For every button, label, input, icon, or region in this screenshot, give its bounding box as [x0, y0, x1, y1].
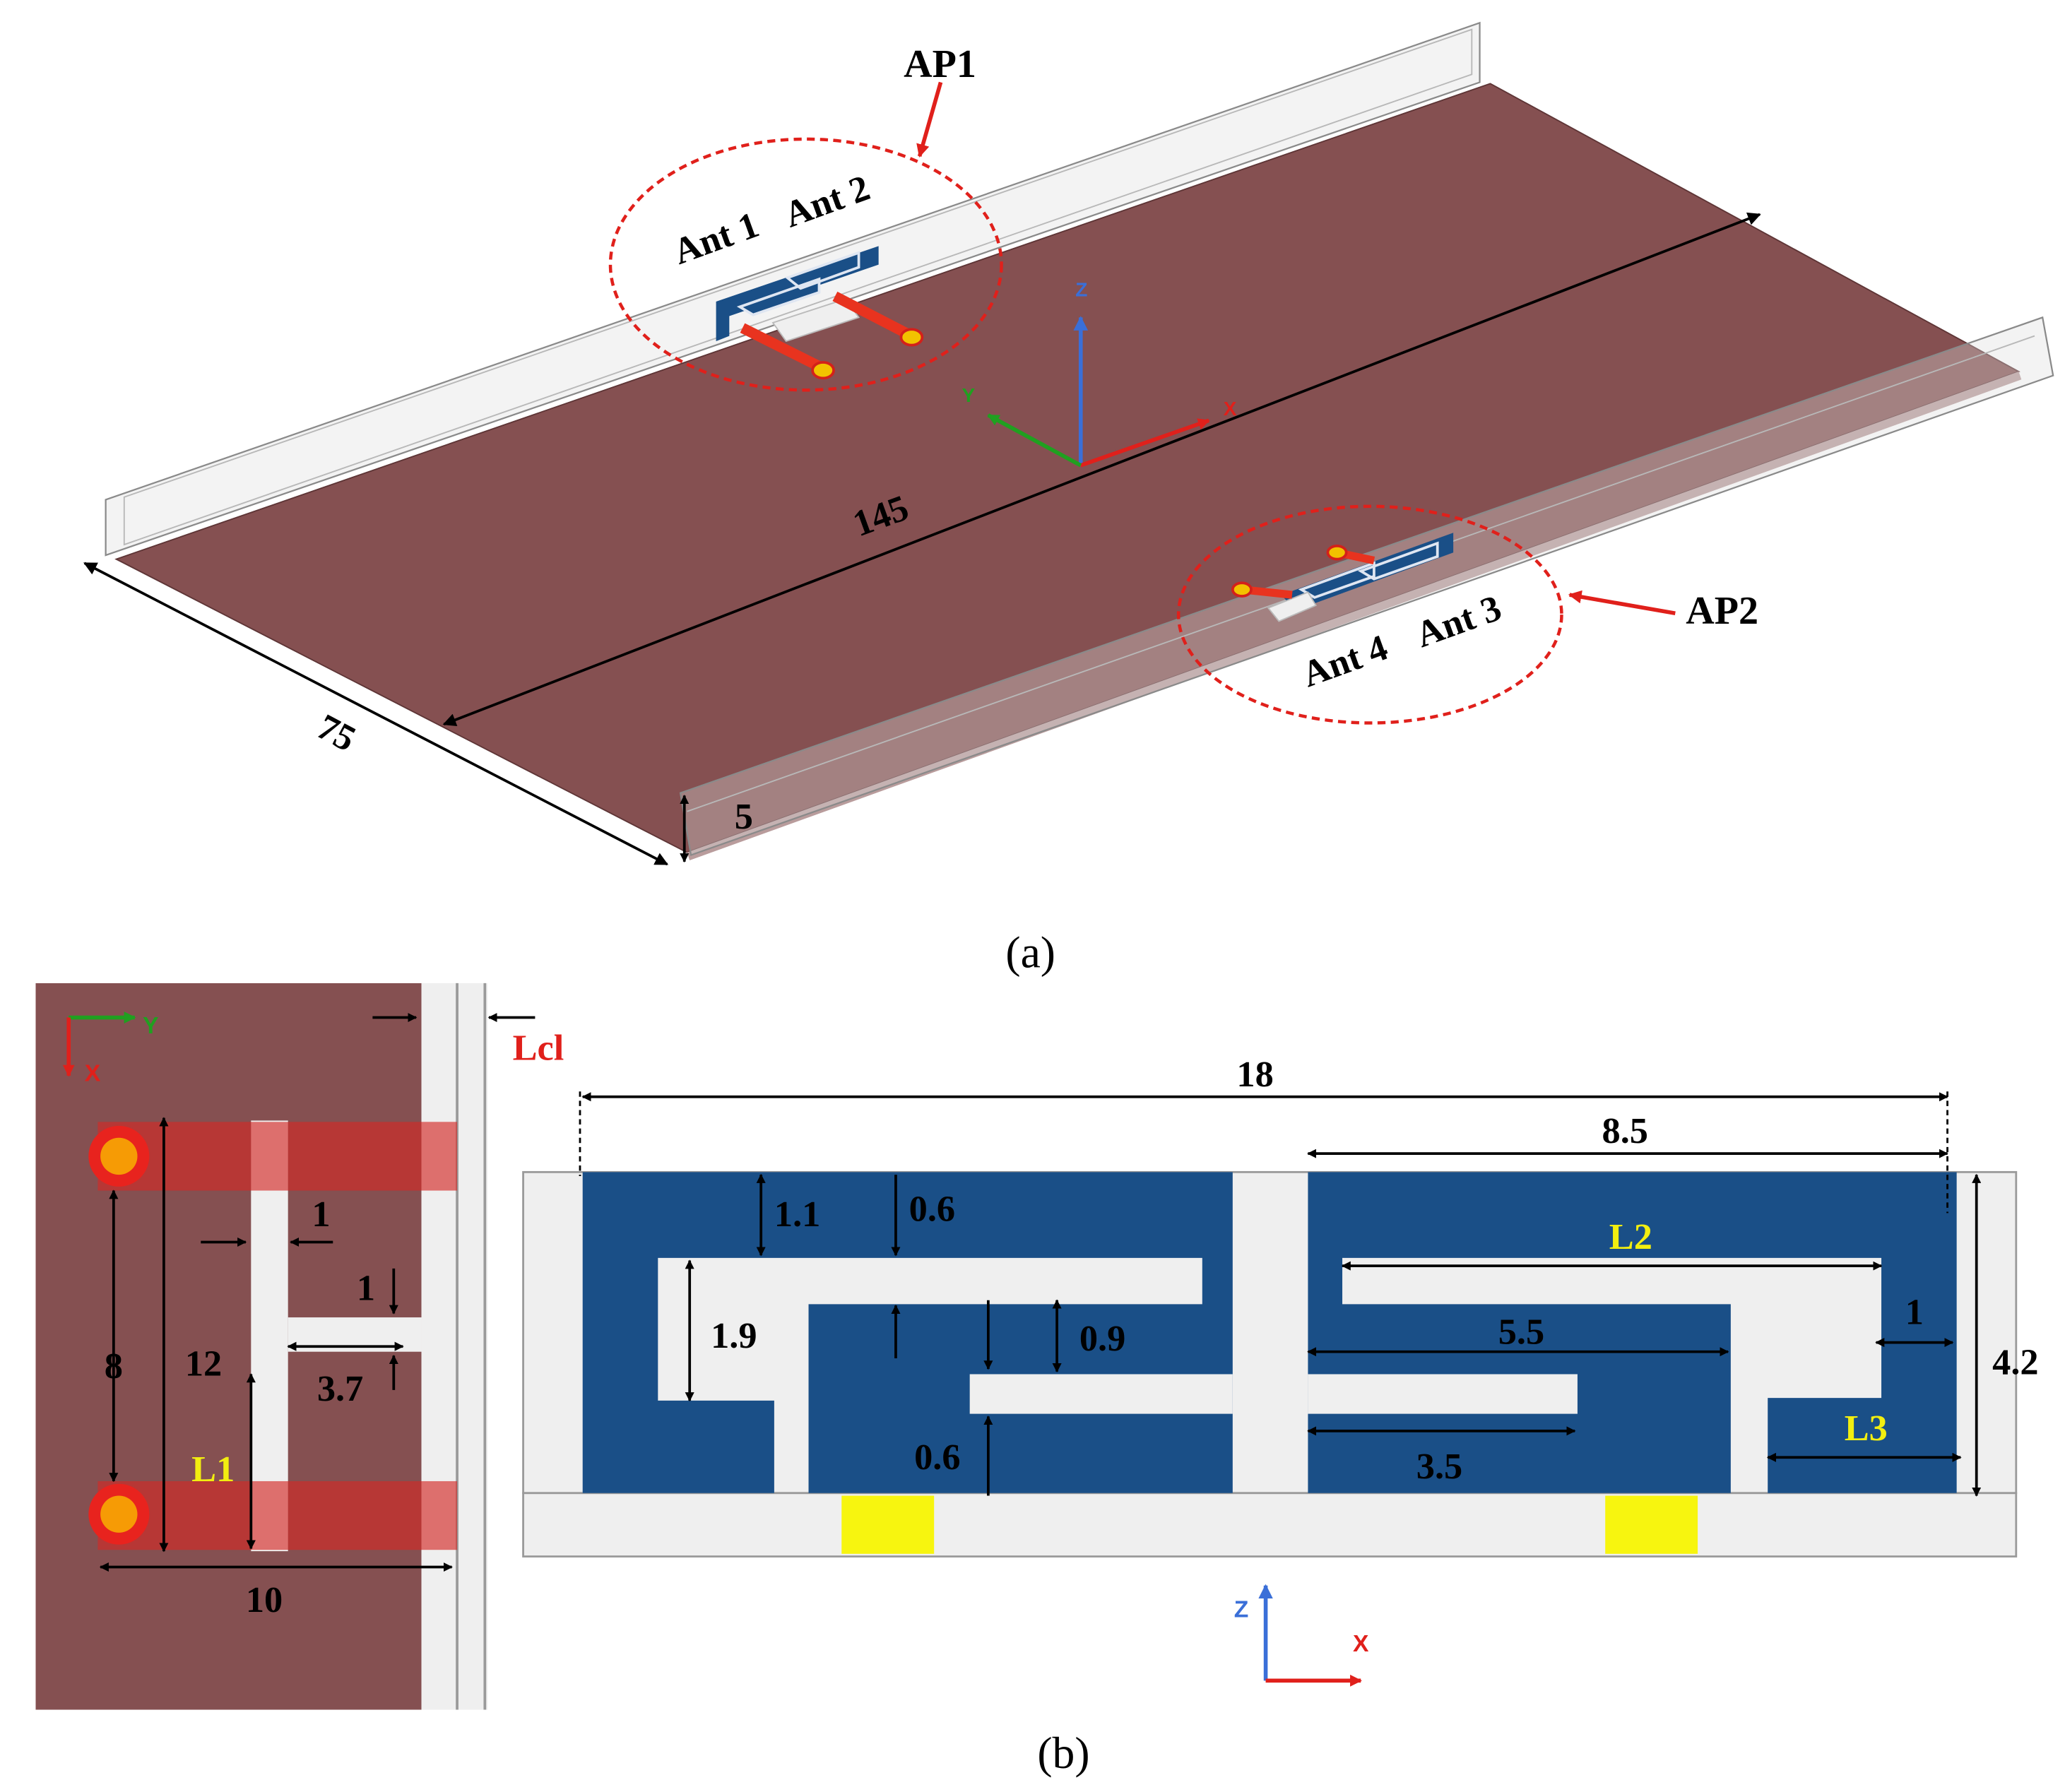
callout-label-top: AP1: [904, 42, 976, 86]
right-axis-x: X: [1353, 1631, 1369, 1657]
dim-1-horizontal: 1: [312, 1194, 330, 1235]
feed-line-bottom: [97, 1481, 458, 1550]
label-l1: L1: [191, 1449, 235, 1490]
port-right: [1605, 1495, 1698, 1554]
dim-4-2: 4.2: [1992, 1341, 2038, 1382]
dim-0-6-top: 0.6: [909, 1189, 955, 1230]
feed-line-top: [97, 1122, 458, 1191]
axis-label-z: Z: [1075, 278, 1087, 300]
dim-0-6-bottom: 0.6: [914, 1437, 960, 1478]
side-wall-top-inner: [123, 28, 1473, 546]
dim-label-height: 5: [735, 796, 753, 837]
board-strip: [421, 983, 488, 1710]
left-axis-x: X: [85, 1060, 101, 1086]
panel-b-right: 18 8.5 1.1 0.6 L2 1.9 0.9 5.5 1 4.2 0.6 …: [522, 1054, 2039, 1687]
axis-triad-3d: Z X Y: [962, 278, 1237, 468]
axis-label-y: Y: [962, 384, 975, 406]
dim-0-9: 0.9: [1079, 1318, 1125, 1359]
dim-label-width: 75: [310, 706, 362, 760]
dim-1-vertical: 1: [357, 1268, 375, 1309]
caption-a: (a): [1005, 927, 1055, 977]
callout-arrow-top: [916, 81, 943, 158]
callout-label-bottom: AP2: [1686, 589, 1758, 633]
label-l3: L3: [1845, 1408, 1888, 1449]
slot: [251, 1120, 288, 1552]
label-lcl: Lcl: [513, 1027, 564, 1068]
dim-1-1: 1.1: [774, 1194, 820, 1235]
right-axis-z: Z: [1234, 1597, 1249, 1623]
substrate-bottom: [522, 1492, 2018, 1557]
dim-10: 10: [246, 1579, 283, 1620]
dim-8-5: 8.5: [1602, 1110, 1648, 1151]
label-ant-2: Ant 2: [779, 167, 875, 236]
panel-b-left: Y X Lcl 12 8 1 1 3.7 L1 10: [35, 983, 564, 1710]
panel-a: AP1 AP2 Ant 1 Ant 2 Ant 4 Ant 3 145 75 5…: [83, 21, 2054, 977]
dim-18: 18: [1236, 1054, 1273, 1095]
label-l2: L2: [1609, 1216, 1652, 1257]
port-left: [841, 1495, 935, 1554]
caption-b: (b): [1037, 1728, 1089, 1778]
axis-label-x: X: [1224, 398, 1237, 420]
dim-12: 12: [185, 1343, 222, 1384]
dim-line-width: [83, 562, 669, 866]
label-ant-1: Ant 1: [668, 204, 764, 273]
dim-3-5: 3.5: [1416, 1446, 1462, 1487]
dim-1-right: 1: [1905, 1291, 1924, 1332]
dim-5-5: 5.5: [1498, 1311, 1544, 1352]
callout-arrow-bottom: [1568, 590, 1676, 616]
dim-1-9: 1.9: [711, 1315, 757, 1356]
dim-8: 8: [105, 1346, 123, 1387]
left-axis-y: Y: [143, 1013, 158, 1039]
dim-3-7: 3.7: [317, 1368, 363, 1409]
